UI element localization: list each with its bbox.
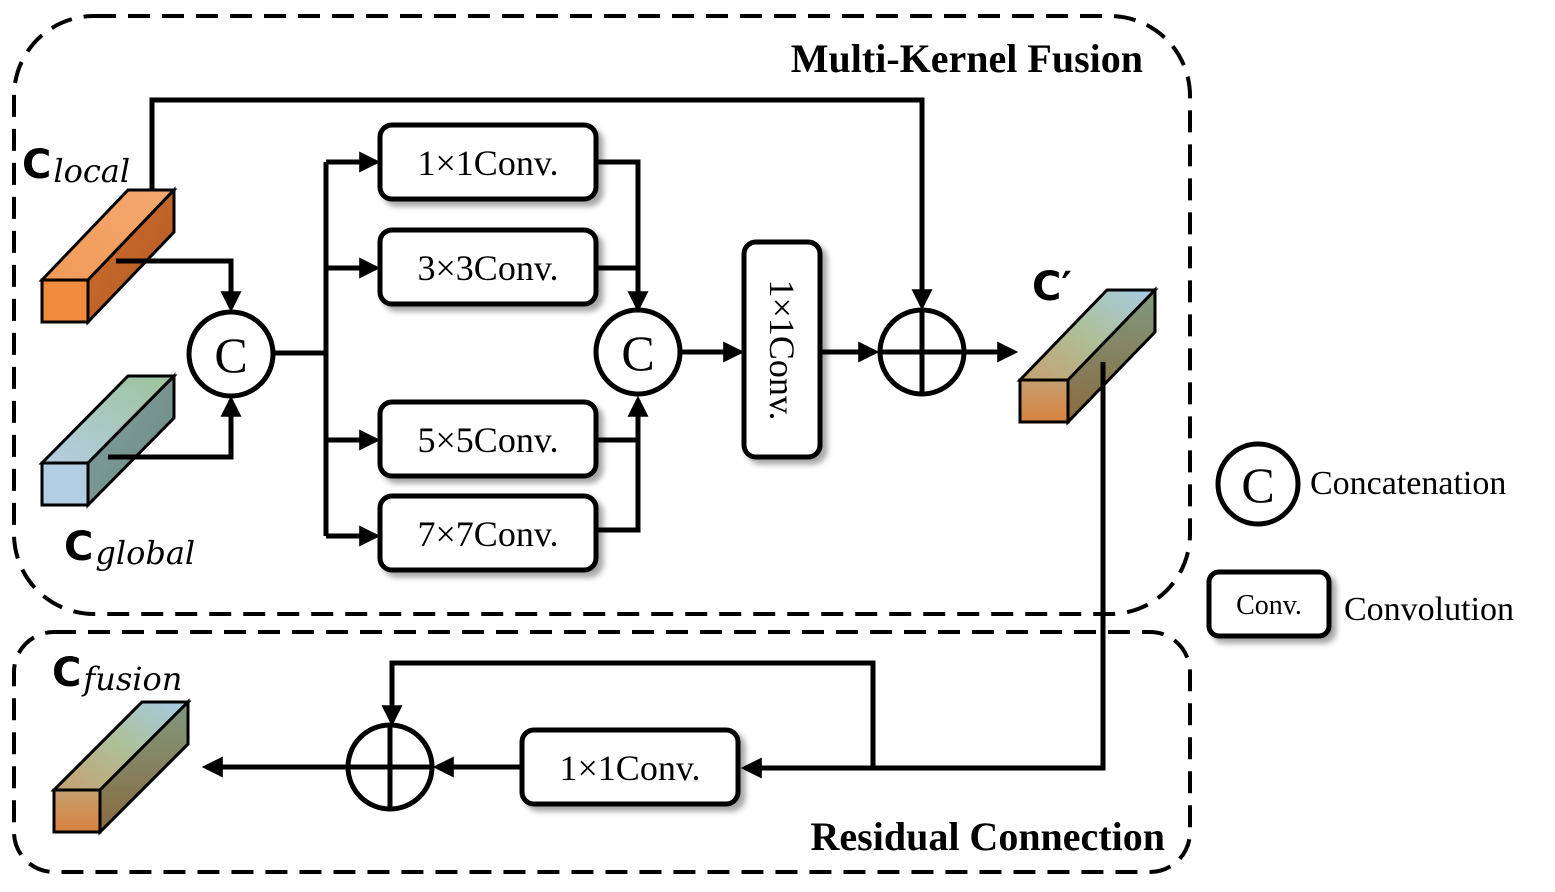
residual-connection-title: Residual Connection xyxy=(811,814,1166,859)
c-fusion-tensor xyxy=(50,698,192,836)
residual-connection-group xyxy=(12,630,1192,874)
connections xyxy=(108,97,1106,779)
legend: C Concatenation Conv. Convolution xyxy=(1206,441,1514,639)
conv-5x5-label: 5×5Conv. xyxy=(418,420,559,460)
add-node-1 xyxy=(877,307,967,397)
conv-7x7-box: 7×7Conv. xyxy=(377,493,599,573)
conv-1x1-label: 1×1Conv. xyxy=(418,143,559,183)
multi-kernel-fusion-title: Multi-Kernel Fusion xyxy=(791,36,1143,81)
c-prime-tensor xyxy=(1016,286,1159,426)
c-local-tensor xyxy=(38,186,178,326)
conv-5x5-box: 5×5Conv. xyxy=(377,399,599,479)
concat-node-1: C xyxy=(186,309,276,399)
c-prime-label: C′ xyxy=(1032,264,1072,310)
concat-node-2: C xyxy=(593,307,683,397)
legend-conv-label: Convolution xyxy=(1344,591,1514,628)
concat-symbol-2: C xyxy=(621,325,654,381)
concat-symbol-1: C xyxy=(214,327,247,383)
legend-concat-label: Concatenation xyxy=(1310,465,1506,502)
c-local-label: Clocal xyxy=(22,142,130,190)
conv-3x3-box: 3×3Conv. xyxy=(377,227,599,307)
conv-vertical-label: 1×1Conv. xyxy=(762,280,802,421)
c-global-tensor xyxy=(38,372,178,509)
legend-concat-symbol: C xyxy=(1241,457,1274,513)
legend-concat: C Concatenation xyxy=(1215,441,1506,527)
conv-residual-label: 1×1Conv. xyxy=(560,748,701,788)
conv-residual-box: 1×1Conv. xyxy=(519,727,741,807)
conv-vertical-box: 1×1Conv. xyxy=(741,239,823,460)
c-fusion-label: Cfusion xyxy=(52,650,182,698)
conv-3x3-label: 3×3Conv. xyxy=(418,248,559,288)
legend-conv: Conv. Convolution xyxy=(1206,569,1514,639)
conv-7x7-label: 7×7Conv. xyxy=(418,514,559,554)
c-global-label: Cglobal xyxy=(64,524,195,572)
legend-conv-symbol: Conv. xyxy=(1236,590,1302,621)
multi-kernel-fusion-group xyxy=(12,14,1192,616)
add-node-2 xyxy=(345,722,435,812)
conv-1x1-box: 1×1Conv. xyxy=(377,122,599,202)
